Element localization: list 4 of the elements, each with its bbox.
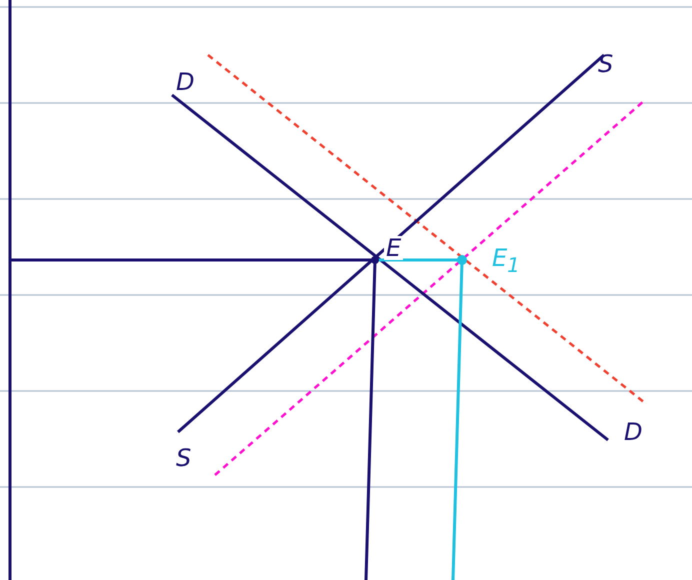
curve-label: D bbox=[176, 70, 194, 94]
point-label: E bbox=[384, 236, 404, 260]
curve-label: S bbox=[176, 446, 192, 470]
curve-label: D bbox=[624, 420, 642, 444]
